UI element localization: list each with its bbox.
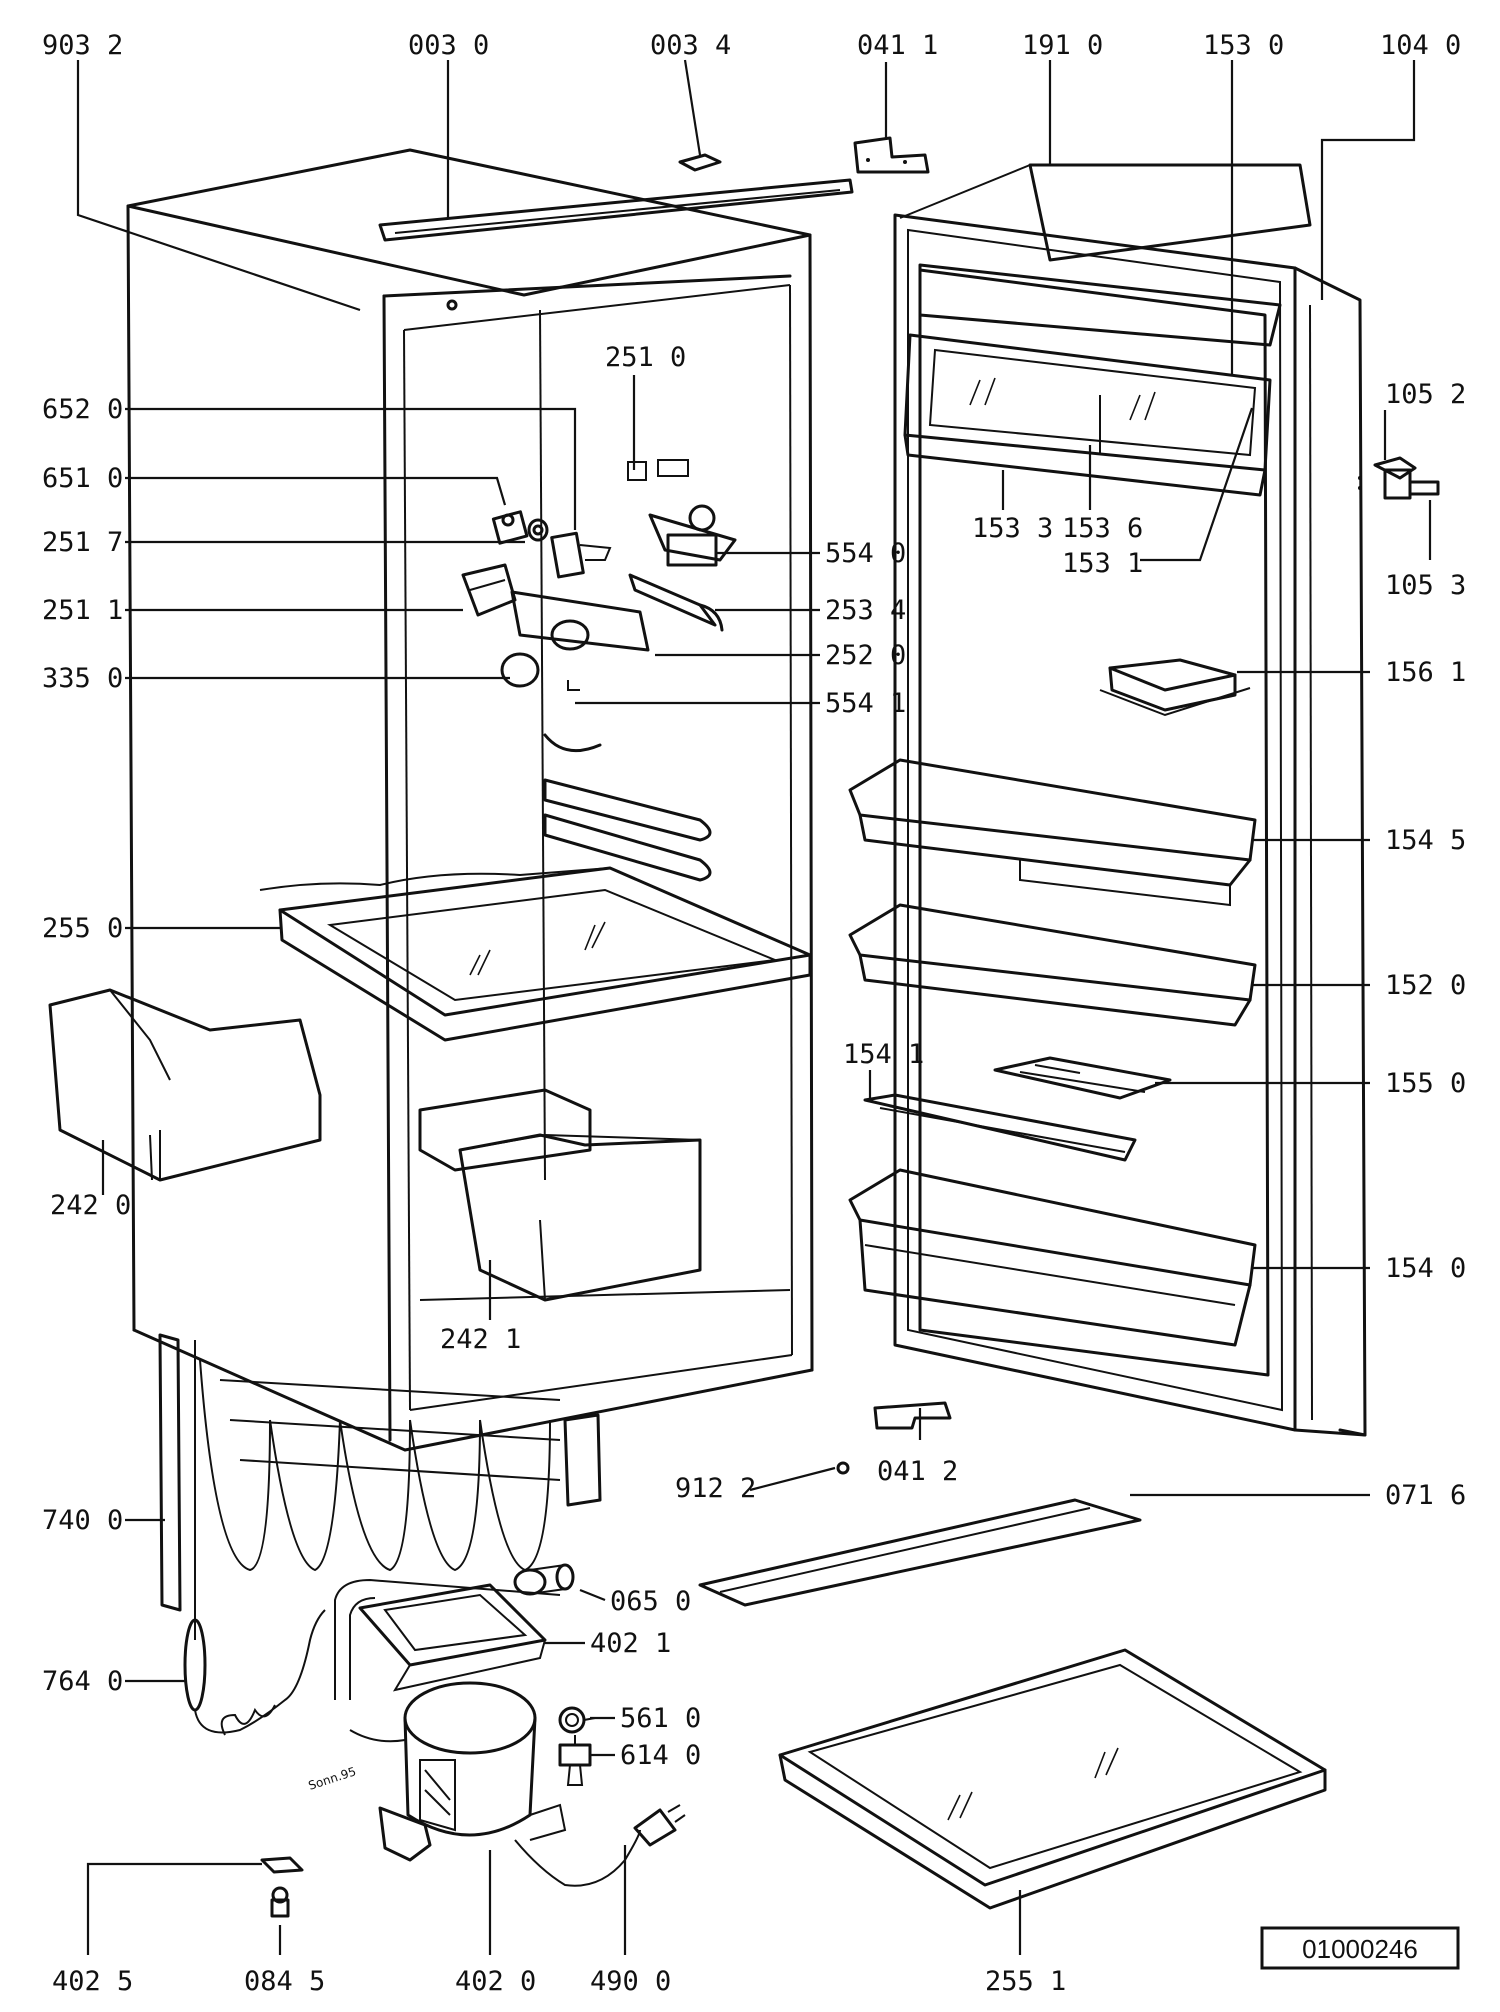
label-0412: 041 2	[877, 1456, 958, 1487]
cabinet	[126, 148, 814, 1452]
clip-part	[678, 153, 722, 172]
screw-9122-part	[836, 1461, 850, 1475]
label-4900: 490 0	[590, 1966, 671, 1997]
label-0030: 003 0	[408, 30, 489, 61]
label-7640: 764 0	[42, 1666, 123, 1697]
label-1533: 153 3	[972, 513, 1053, 544]
shelf-rails	[543, 733, 712, 882]
label-0034: 003 4	[650, 30, 731, 61]
label-1052: 105 2	[1385, 379, 1466, 410]
grommet-0650-part	[513, 1563, 575, 1596]
dairy-compartment-part	[903, 263, 1282, 497]
leader-lines	[76, 59, 1432, 1955]
handwritten-note: Sonn.95	[307, 1764, 358, 1793]
door-hinge-part	[1358, 456, 1440, 500]
label-1561: 156 1	[1385, 657, 1466, 688]
door-rail-part	[863, 1093, 1137, 1162]
bottom-hinge-part	[873, 1401, 952, 1430]
label-9032: 903 2	[42, 30, 123, 61]
relay-5610-part	[558, 1706, 596, 1734]
egg-tray-part	[993, 1056, 1172, 1100]
label-2520: 252 0	[825, 640, 906, 671]
label-0716: 071 6	[1385, 1480, 1466, 1511]
plinth-part	[698, 1498, 1142, 1607]
label-2420: 242 0	[50, 1190, 131, 1221]
label-0411: 041 1	[857, 30, 938, 61]
condenser-part	[158, 1333, 602, 1612]
part-labels: 903 2 003 0 003 4 041 1 191 0 153 0 104 …	[42, 30, 1466, 1997]
bottom-glass-shelf-part	[778, 1648, 1327, 1910]
label-7400: 740 0	[42, 1505, 123, 1536]
label-5541: 554 1	[825, 688, 906, 719]
label-4025: 402 5	[52, 1966, 133, 1997]
label-1040: 104 0	[1380, 30, 1461, 61]
document-number: 01000246	[1302, 1934, 1418, 1964]
crisper-drawer-part	[48, 988, 322, 1182]
butter-box-part	[1099, 658, 1251, 717]
label-2517: 251 7	[42, 527, 123, 558]
overload-6140-part	[558, 1735, 592, 1786]
label-1541: 154 1	[843, 1039, 924, 1070]
label-2421: 242 1	[440, 1324, 521, 1355]
door	[893, 163, 1367, 1437]
label-0845: 084 5	[244, 1966, 325, 1997]
label-1545: 154 5	[1385, 825, 1466, 856]
label-1536: 153 6	[1062, 513, 1143, 544]
door-shelf-1540	[848, 1168, 1257, 1347]
thermostat-assembly	[461, 459, 737, 691]
label-4020: 402 0	[455, 1966, 536, 1997]
document-number-box: 01000246	[1260, 1926, 1460, 1970]
label-5610: 561 0	[620, 1703, 701, 1734]
label-1531: 153 1	[1062, 548, 1143, 579]
screw-part	[446, 299, 458, 311]
label-2551: 255 1	[985, 1966, 1066, 1997]
label-2511: 251 1	[42, 595, 123, 626]
label-6520: 652 0	[42, 394, 123, 425]
compressor-part	[334, 1578, 567, 1862]
drip-tray-part	[358, 1583, 547, 1692]
capillary-sensor-part	[183, 1340, 326, 1736]
label-2510: 251 0	[605, 342, 686, 373]
clip-4025-part	[260, 1856, 304, 1874]
door-shelf-1520	[848, 903, 1257, 1027]
label-4021: 402 1	[590, 1628, 671, 1659]
label-6510: 651 0	[42, 463, 123, 494]
label-2534: 253 4	[825, 595, 906, 626]
label-2550: 255 0	[42, 913, 123, 944]
label-1910: 191 0	[1022, 30, 1103, 61]
label-3350: 335 0	[42, 663, 123, 694]
label-1053: 105 3	[1385, 570, 1466, 601]
label-1520: 152 0	[1385, 970, 1466, 1001]
door-shelf-1545	[848, 758, 1257, 907]
label-6140: 614 0	[620, 1740, 701, 1771]
label-1530: 153 0	[1203, 30, 1284, 61]
label-1540: 154 0	[1385, 1253, 1466, 1284]
top-hinge-part	[853, 136, 930, 174]
top-rail-part	[378, 178, 854, 242]
glass-shelf-part	[259, 866, 812, 1042]
label-1550: 155 0	[1385, 1068, 1466, 1099]
power-cord-part	[514, 1804, 686, 1887]
foot-0845-part	[270, 1886, 290, 1918]
label-9122: 912 2	[675, 1473, 756, 1504]
label-5540: 554 0	[825, 538, 906, 569]
crisper-drawer-small-part	[418, 1088, 702, 1302]
label-0650: 065 0	[610, 1586, 691, 1617]
